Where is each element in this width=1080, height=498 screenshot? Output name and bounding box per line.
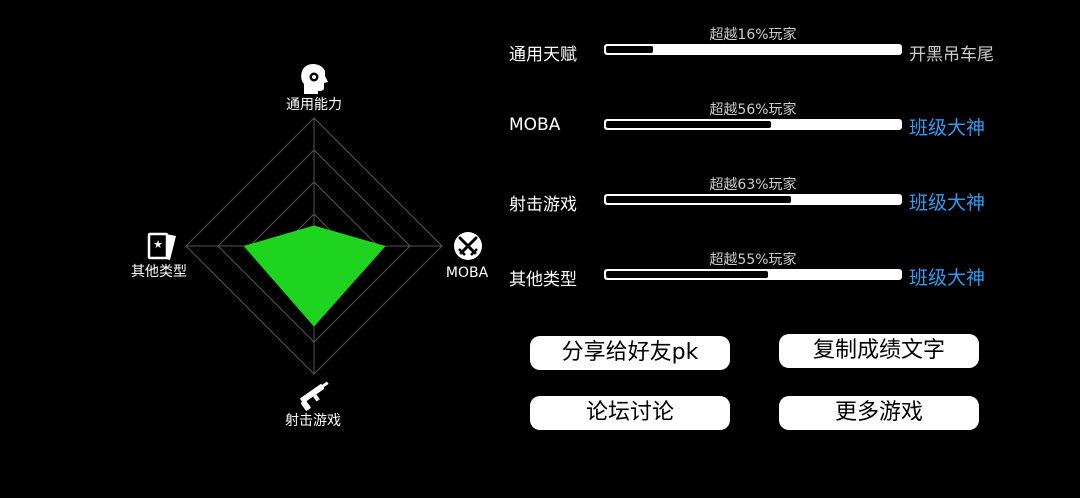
stat-rank: 班级大神 [909, 192, 986, 214]
stat-row-shooter: 射击游戏 超越63%玩家 班级大神 [0, 177, 1080, 220]
progress-bar-fill [606, 196, 792, 203]
share-button[interactable]: 分享给好友pk [530, 336, 730, 370]
stat-label: 其他类型 [509, 270, 577, 290]
stat-percent-text: 超越16%玩家 [709, 27, 797, 43]
forum-button[interactable]: 论坛讨论 [530, 396, 730, 430]
radar-axis-label-left: 其他类型 [131, 264, 187, 280]
stat-rank: 班级大神 [909, 117, 986, 139]
stat-percent-text: 超越55%玩家 [709, 252, 797, 268]
stat-label: 通用天赋 [509, 45, 577, 65]
progress-bar [604, 194, 902, 205]
radar-chart: 通用能力 MOBA 射击游戏 ★ 其他类型 [131, 63, 489, 429]
progress-bar-fill [606, 121, 771, 128]
progress-bar-fill [606, 271, 768, 278]
copy-results-button[interactable]: 复制成绩文字 [779, 334, 979, 368]
stat-percent-text: 超越56%玩家 [709, 102, 797, 118]
stat-label: 射击游戏 [509, 195, 577, 215]
stat-label: MOBA [509, 115, 561, 135]
progress-bar-fill [606, 46, 654, 53]
progress-bar [604, 269, 902, 280]
stat-percent-text: 超越63%玩家 [709, 177, 797, 193]
crossed-swords-icon [454, 232, 482, 260]
gun-icon [300, 381, 329, 411]
stat-rank: 开黑吊车尾 [909, 45, 994, 65]
radar-axis-label-top: 通用能力 [286, 97, 342, 113]
radar-value-shape [243, 225, 386, 327]
radar-axis-label-bottom: 射击游戏 [285, 413, 341, 429]
progress-bar [604, 44, 902, 55]
progress-bar [604, 119, 902, 130]
more-games-button[interactable]: 更多游戏 [779, 396, 979, 430]
stat-row-other: 其他类型 超越55%玩家 班级大神 [0, 252, 1080, 295]
stat-row-general: 通用天赋 超越16%玩家 开黑吊车尾 [0, 27, 1080, 70]
stat-row-moba: MOBA 超越56%玩家 班级大神 [0, 102, 1080, 145]
head-gear-icon [301, 63, 328, 94]
radar-axis-label-right: MOBA [446, 265, 489, 281]
star-card-icon: ★ [147, 232, 176, 260]
stat-rank: 班级大神 [909, 267, 986, 289]
svg-text:★: ★ [153, 238, 163, 251]
